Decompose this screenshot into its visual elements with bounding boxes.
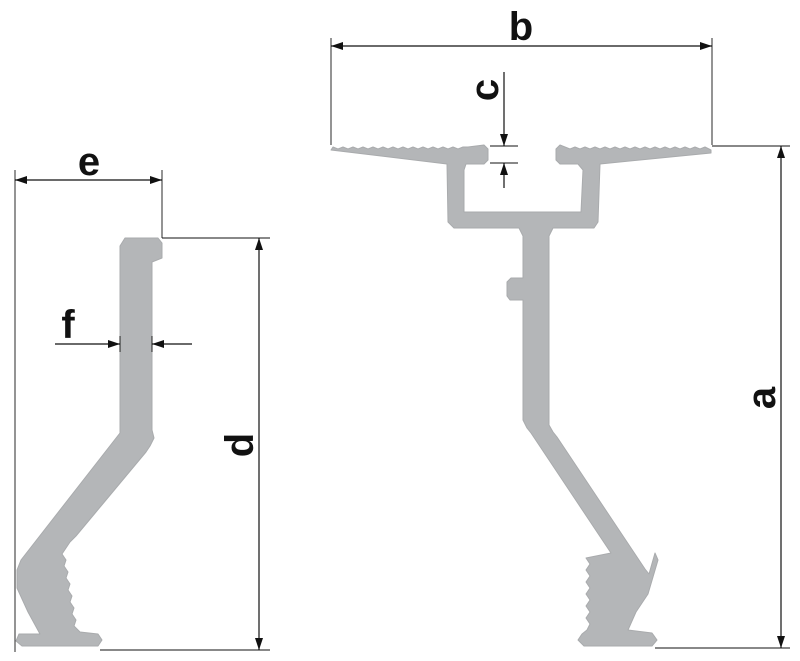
left-profile	[15, 237, 163, 647]
dimension-a: a	[655, 145, 790, 649]
label-a: a	[740, 386, 784, 409]
dimension-d: d	[100, 237, 270, 651]
right-profile-shape	[330, 144, 712, 647]
dimension-f: f	[55, 303, 192, 352]
label-c: c	[463, 79, 507, 101]
dimension-c: c	[463, 72, 518, 188]
label-b: b	[509, 5, 533, 49]
right-profile	[330, 144, 712, 647]
dimension-b: b	[330, 5, 713, 145]
left-profile-shape	[15, 237, 163, 647]
label-d: d	[218, 433, 262, 457]
label-f: f	[61, 303, 75, 347]
label-e: e	[78, 140, 100, 184]
dimension-e: e	[14, 140, 163, 652]
